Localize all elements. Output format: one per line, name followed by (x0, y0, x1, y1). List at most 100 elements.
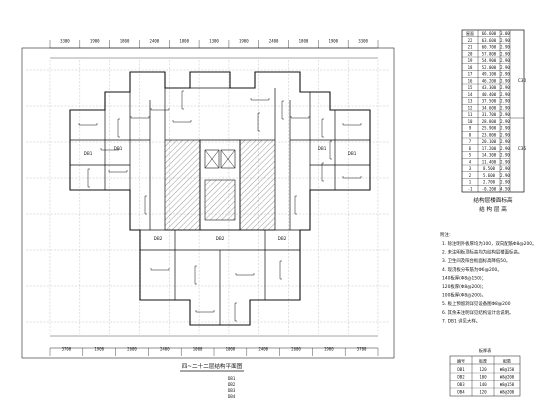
thickness-table-header: 板厚 (479, 358, 487, 364)
floor-height: 2.90 (500, 173, 510, 178)
thickness-table-cell: Φ8@200 (500, 375, 515, 380)
thickness-table-cell: Φ8@150 (500, 367, 515, 372)
floor-number: 15 (468, 85, 473, 90)
floor-number: 12 (468, 105, 473, 110)
floor-number: 1 (469, 180, 472, 185)
floor-elevation: 60.700 (482, 45, 497, 50)
top-dimension: 1900 (239, 39, 249, 44)
floor-number: 10 (468, 119, 473, 124)
core-area (164, 139, 276, 231)
thickness-table-cell: 120 (479, 367, 487, 372)
floor-elevation: -0.200 (482, 186, 497, 191)
floor-number: 16 (468, 78, 473, 83)
thickness-table-cell: Φ8@150 (500, 382, 515, 387)
floor-height: 2.90 (500, 139, 510, 144)
thickness-table-cell: DB4 (457, 390, 465, 395)
floor-height: 2.90 (500, 153, 510, 158)
room-label: DB2 (154, 236, 163, 241)
floor-elevation: 8.500 (483, 166, 496, 171)
floor-number: 屋面 (466, 30, 474, 36)
floor-number: 4 (469, 159, 472, 164)
thickness-table-title: 板厚表 (479, 347, 492, 354)
floor-number: 6 (469, 146, 472, 151)
thickness-table-cell: DB2 (457, 375, 465, 380)
bottom-dimension: 2600 (127, 347, 137, 352)
interior-walls (70, 87, 370, 325)
floor-height: 2.90 (500, 132, 510, 137)
bottom-dimension: 3700 (357, 347, 367, 352)
floor-height: 2.90 (500, 58, 510, 63)
bottom-dimension: 1900 (94, 347, 104, 352)
floor-elevation: 40.400 (482, 92, 497, 97)
floor-number: 22 (468, 38, 473, 43)
top-dimension: 3300 (60, 39, 70, 44)
floor-elevation: 37.500 (482, 99, 497, 104)
floor-height: 2.90 (500, 72, 510, 77)
floor-number: 14 (468, 92, 473, 97)
floor-number: 13 (468, 99, 473, 104)
top-dimension: 1900 (90, 39, 100, 44)
bottom-dimension: 1000 (193, 347, 203, 352)
floor-elevation: 52.000 (482, 65, 497, 70)
bottom-dimension: 2400 (160, 347, 170, 352)
floor-height: 2.90 (500, 126, 510, 131)
floor-elevation: 57.800 (482, 51, 497, 56)
top-dimension: 1900 (328, 39, 338, 44)
legend-subtitle: 结 构 层 高 (479, 205, 507, 213)
note-item: 4. 现浇板分布筋为Φ6@200。 (442, 266, 502, 273)
notes-heading: 附注： (440, 231, 453, 238)
room-label: DB1 (318, 146, 327, 151)
floor-height: 2.90 (500, 159, 510, 164)
floor-number: 19 (468, 58, 473, 63)
room-label: DB1 (114, 146, 123, 151)
floor-height: 2.90 (500, 105, 510, 110)
floor-elevation: 63.600 (482, 38, 497, 43)
note-item: 120板厚(Φ8@200)； (442, 283, 486, 290)
room-label: DB2 (278, 236, 287, 241)
plan-note: DB1 (228, 376, 236, 381)
thickness-table-cell: 140 (479, 382, 487, 387)
floor-height: 2.90 (500, 45, 510, 50)
note-item: 3. 卫生间及阳台板面标高降低50。 (442, 257, 510, 264)
top-dimension: 1800 (299, 39, 309, 44)
room-label: DB2 (216, 236, 225, 241)
floor-height: 2.90 (500, 92, 510, 97)
floor-number: 7 (469, 139, 472, 144)
floor-elevation: 46.200 (482, 78, 497, 83)
floor-elevation: 34.600 (482, 105, 497, 110)
band-label: C35 (518, 146, 527, 151)
plan-note: DB4 (228, 394, 236, 399)
plan-note: DB2 (228, 382, 236, 387)
note-item: 100板厚(Φ8@200)。 (442, 292, 486, 299)
thickness-table-header: 配筋 (503, 358, 511, 364)
thickness-table-header: 编号 (457, 358, 465, 364)
floor-number: 2 (469, 173, 472, 178)
floor-number: 11 (468, 112, 473, 117)
floor-height: 3.00 (500, 31, 510, 36)
floor-elevation: 2.700 (483, 180, 496, 185)
floor-height: 2.90 (500, 146, 510, 151)
floor-elevation: 17.200 (482, 146, 497, 151)
floor-height: 2.90 (500, 99, 510, 104)
note-item: 1. 除注明外板厚均为100，双向配筋Φ8@200。 (442, 240, 536, 247)
floor-height: 2.90 (500, 85, 510, 90)
floor-elevation: 20.100 (482, 139, 497, 144)
note-item: 2. 未注明板顶标高均为结构层楼面标高。 (442, 249, 522, 256)
plan-title: 四~二十二层结构平面图 (182, 362, 243, 370)
floor-elevation: 5.600 (483, 173, 496, 178)
floor-number: 21 (468, 45, 473, 50)
floor-number: 9 (469, 126, 472, 131)
floor-elevation: 28.800 (482, 119, 497, 124)
floor-elevation: 31.700 (482, 112, 497, 117)
thickness-table-cell: DB3 (457, 382, 465, 387)
floor-height: 2.90 (500, 65, 510, 70)
thickness-table-cell: 100 (479, 375, 487, 380)
top-dimension: 3300 (358, 39, 368, 44)
floor-number: 5 (469, 153, 472, 158)
note-item: 140板厚(Φ8@150)； (442, 274, 486, 281)
